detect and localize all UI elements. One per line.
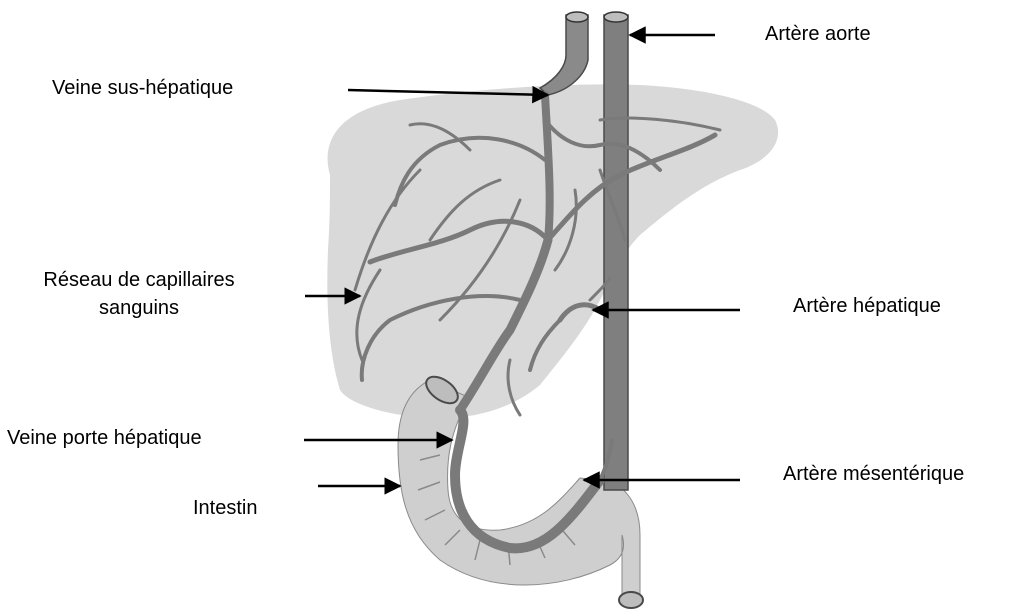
label-aorta: Artère aorte — [765, 22, 871, 46]
intestine-opening-bottom — [619, 592, 643, 608]
aorta-opening — [604, 12, 628, 22]
label-capillary-network-line2: sanguins — [8, 296, 270, 320]
label-intestine: Intestin — [193, 496, 257, 520]
label-portal-vein: Veine porte hépatique — [7, 426, 202, 450]
hepatic-vein-opening — [566, 12, 588, 22]
hepatic-vein-vessel — [540, 15, 588, 95]
label-mesenteric-artery: Artère mésentérique — [783, 462, 964, 486]
aorta-vessel — [604, 15, 628, 490]
label-capillary-network-line1: Réseau de capillaires — [8, 268, 270, 292]
label-hepatic-vein: Veine sus-hépatique — [52, 76, 233, 100]
label-hepatic-artery: Artère hépatique — [793, 294, 941, 318]
label-capillary-network: Réseau de capillaires sanguins — [8, 268, 270, 320]
